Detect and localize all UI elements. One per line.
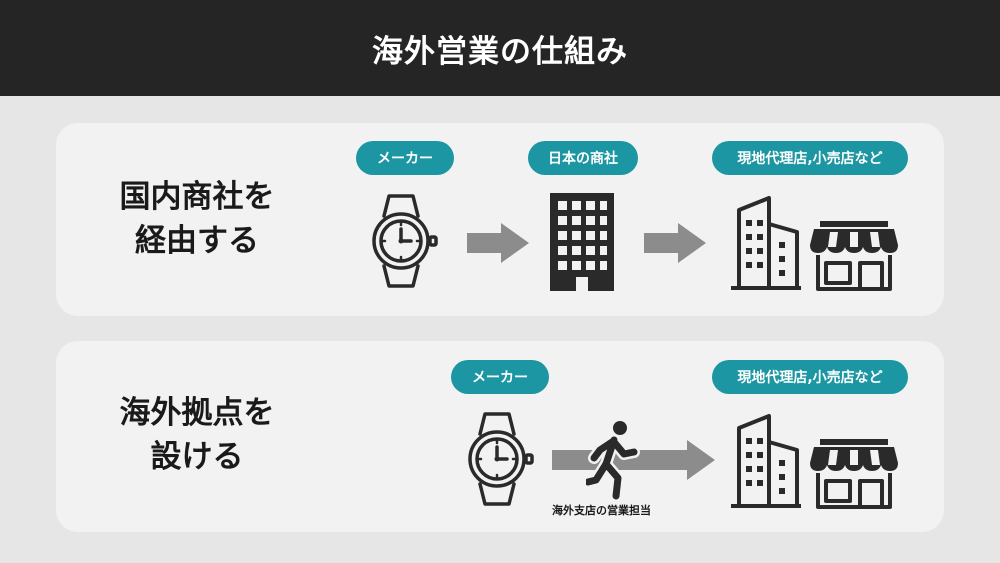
header-bar: 海外営業の仕組み xyxy=(0,0,1000,96)
panel-label: 国内商社を 経由する xyxy=(56,175,338,263)
watch-icon xyxy=(372,194,438,288)
pill-maker: メーカー xyxy=(356,141,454,175)
storefront-icon xyxy=(810,439,898,509)
tall-building-icon xyxy=(731,196,801,290)
arrow-right-icon xyxy=(467,223,529,263)
panel-label-line1: 国内商社を xyxy=(119,179,275,215)
arrow-right-icon xyxy=(644,223,706,263)
watch-icon xyxy=(468,412,534,506)
panel-label-line2: 設ける xyxy=(150,439,244,475)
panel-label-line1: 海外拠点を xyxy=(119,395,275,431)
office-building-icon xyxy=(550,193,614,291)
storefront-icon xyxy=(810,221,898,291)
tall-building-icon xyxy=(731,414,801,508)
runner-icon xyxy=(586,421,640,500)
page-title: 海外営業の仕組み xyxy=(372,33,628,70)
panel-label-line2: 経由する xyxy=(135,223,259,259)
pill-trading-company: 日本の商社 xyxy=(528,141,638,175)
pill-local-agents: 現地代理店,小売店など xyxy=(712,141,908,175)
runner-caption: 海外支店の営業担当 xyxy=(552,504,651,517)
panel-label: 海外拠点を 設ける xyxy=(56,391,338,479)
pill-local-agents: 現地代理店,小売店など xyxy=(712,360,908,394)
pill-maker: メーカー xyxy=(451,360,549,394)
